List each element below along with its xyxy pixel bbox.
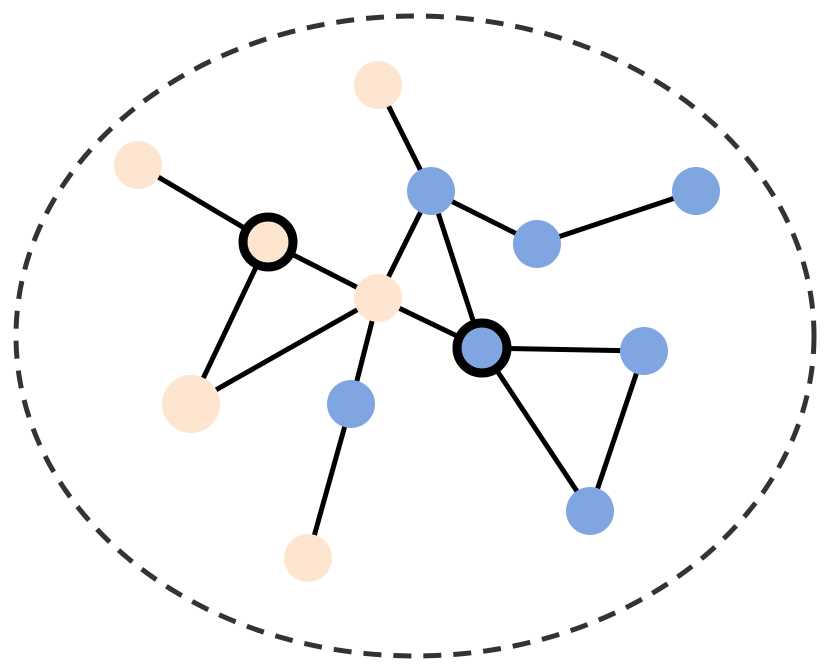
edges-layer (136, 83, 697, 559)
edge-a4-a5 (189, 295, 380, 407)
node-b1 (407, 167, 455, 215)
node-b5 (620, 327, 668, 375)
node-a5 (162, 375, 220, 433)
node-a1 (354, 61, 402, 109)
edge-b5-b7 (587, 350, 647, 512)
edge-a3-a5 (188, 240, 271, 406)
edge-b4-b7 (479, 346, 593, 513)
nodes-layer (114, 61, 720, 582)
node-a3-highlighted (238, 212, 298, 272)
node-b6 (327, 380, 375, 428)
network-boundary (13, 13, 817, 659)
edge-b6-a6 (305, 403, 354, 559)
node-b2 (513, 220, 561, 268)
node-b3 (672, 167, 720, 215)
node-a6 (284, 534, 332, 582)
edge-b2-b3 (536, 188, 697, 247)
node-b7 (566, 487, 614, 535)
node-a4 (354, 274, 402, 322)
node-a2 (114, 141, 162, 189)
node-b4-highlighted (452, 318, 512, 378)
